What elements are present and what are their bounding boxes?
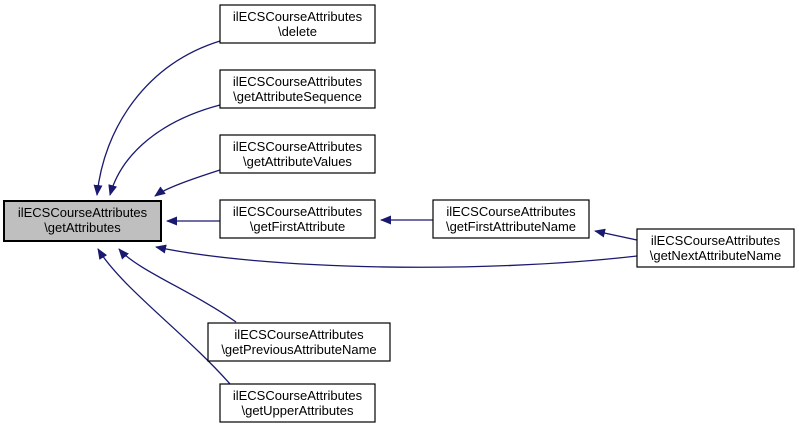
node-label-line1: ilECSCourseAttributes bbox=[233, 139, 363, 154]
node-box[interactable] bbox=[207, 322, 391, 362]
node-label-line2: \getAttributeSequence bbox=[233, 89, 362, 104]
edge-getAttributeValues-to-getAttributes bbox=[154, 169, 221, 197]
node-label-line2: \getFirstAttributeName bbox=[446, 219, 576, 234]
node-label-line1: ilECSCourseAttributes bbox=[651, 233, 781, 248]
node-label-line2: \delete bbox=[278, 24, 317, 39]
node-delete[interactable]: ilECSCourseAttributes \delete bbox=[219, 4, 376, 44]
node-label-line1: ilECSCourseAttributes bbox=[18, 205, 148, 220]
edge-getUpperAttributes-to-getAttributes bbox=[97, 248, 231, 385]
node-box[interactable] bbox=[219, 383, 376, 423]
edge-getPreviousAttributeName-to-getAttributes bbox=[118, 248, 237, 323]
node-getFirstAttribute[interactable]: ilECSCourseAttributes \getFirstAttribute bbox=[219, 199, 376, 239]
node-getAttributeSequence[interactable]: ilECSCourseAttributes \getAttributeSeque… bbox=[219, 69, 376, 109]
edge-getNextAttributeName-to-getAttributes bbox=[155, 244, 638, 268]
node-getAttributeValues[interactable]: ilECSCourseAttributes \getAttributeValue… bbox=[219, 134, 376, 174]
node-label-line1: ilECSCourseAttributes bbox=[233, 388, 363, 403]
node-getUpperAttributes[interactable]: ilECSCourseAttributes \getUpperAttribute… bbox=[219, 383, 376, 423]
node-box[interactable] bbox=[219, 69, 376, 109]
node-label-line1: ilECSCourseAttributes bbox=[233, 74, 363, 89]
node-label-line1: ilECSCourseAttributes bbox=[233, 9, 363, 24]
node-label-line2: \getAttributes bbox=[44, 220, 121, 235]
node-getPreviousAttributeName[interactable]: ilECSCourseAttributes \getPreviousAttrib… bbox=[207, 322, 391, 362]
node-label-line2: \getUpperAttributes bbox=[241, 403, 354, 418]
node-label-line2: \getAttributeValues bbox=[243, 154, 352, 169]
edge-getAttributeSequence-to-getAttributes bbox=[108, 104, 221, 196]
node-box[interactable] bbox=[636, 228, 795, 268]
node-label-line1: ilECSCourseAttributes bbox=[446, 204, 576, 219]
node-box[interactable] bbox=[219, 134, 376, 174]
node-box[interactable] bbox=[219, 199, 376, 239]
node-box[interactable] bbox=[432, 199, 590, 239]
node-getFirstAttributeName[interactable]: ilECSCourseAttributes \getFirstAttribute… bbox=[432, 199, 590, 239]
node-getAttributes: ilECSCourseAttributes \getAttributes bbox=[3, 200, 162, 242]
node-label-line1: ilECSCourseAttributes bbox=[234, 327, 364, 342]
node-label-line2: \getFirstAttribute bbox=[250, 219, 345, 234]
node-label-line2: \getNextAttributeName bbox=[650, 248, 782, 263]
node-getNextAttributeName[interactable]: ilECSCourseAttributes \getNextAttributeN… bbox=[636, 228, 795, 268]
edge-delete-to-getAttributes bbox=[93, 40, 221, 196]
node-box[interactable] bbox=[219, 4, 376, 44]
node-box bbox=[3, 200, 162, 242]
node-label-line1: ilECSCourseAttributes bbox=[233, 204, 363, 219]
edge-getNextAttributeName-to-getFirstAttributeName bbox=[594, 228, 638, 241]
node-label-line2: \getPreviousAttributeName bbox=[221, 342, 376, 357]
